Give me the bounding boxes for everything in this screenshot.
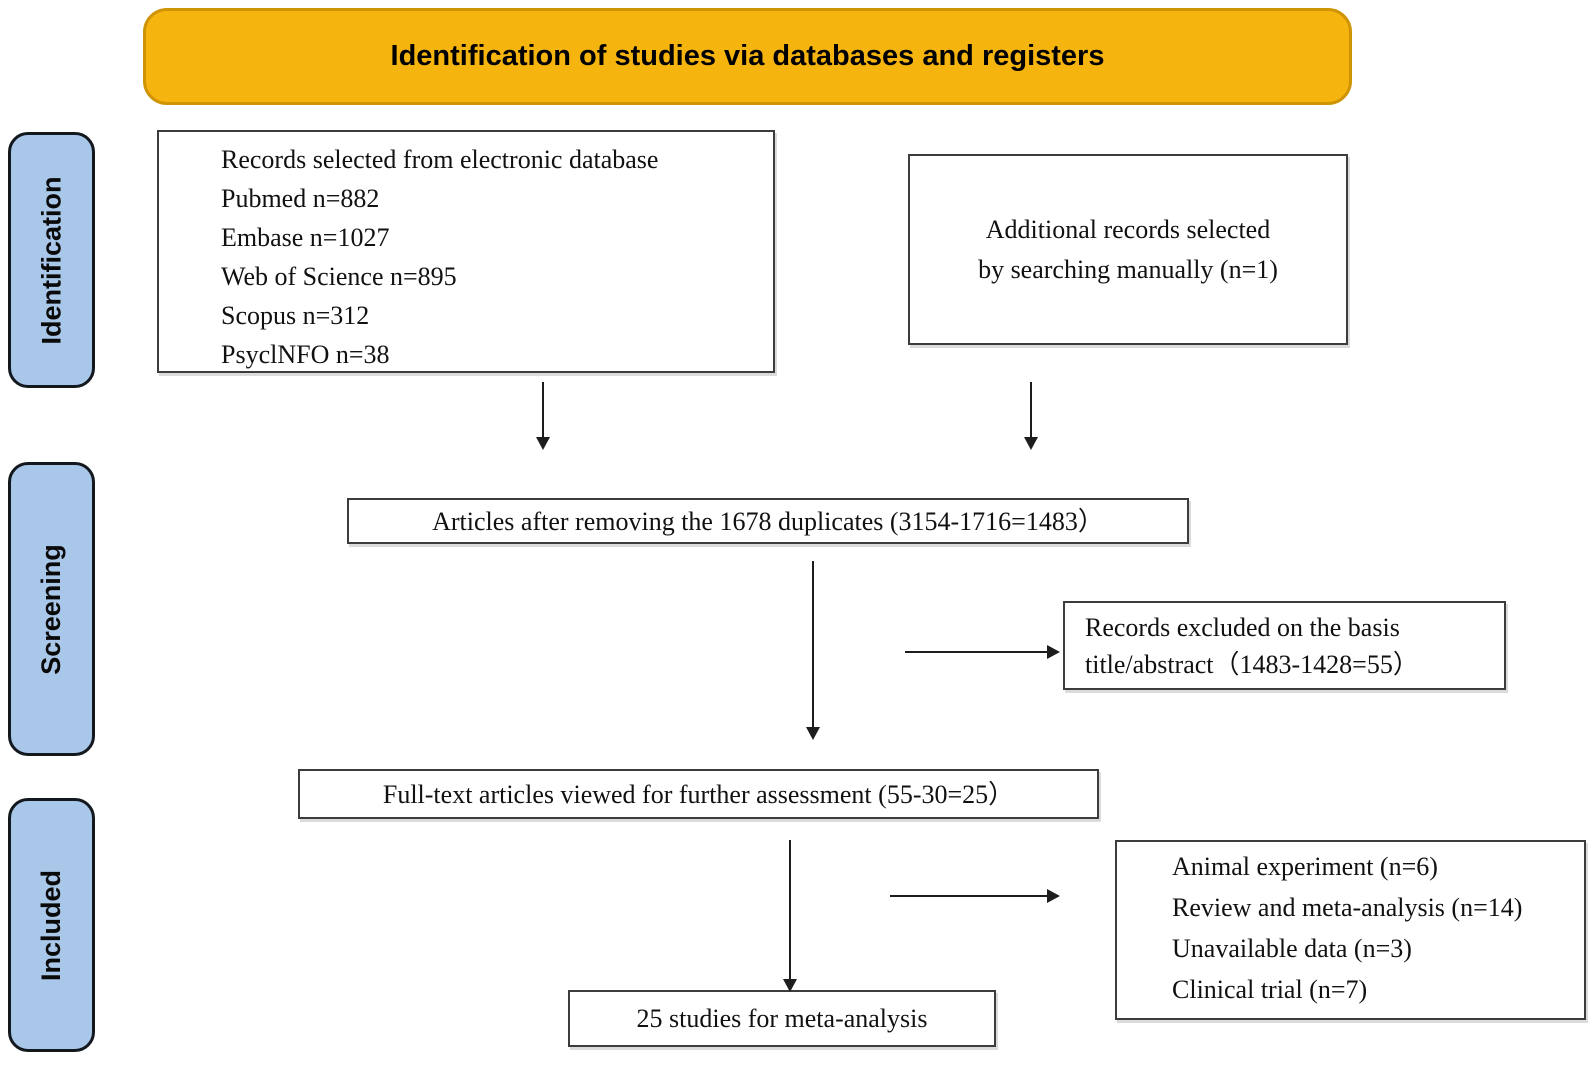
databases-line: Embase n=1027 <box>221 223 390 252</box>
databases-line: Records selected from electronic databas… <box>221 145 659 174</box>
exclusion-reasons-box: Animal experiment (n=6) Review and meta-… <box>1115 840 1586 1020</box>
manual-records-box: Additional records selected by searching… <box>908 154 1348 345</box>
manual-line: Additional records selected <box>985 214 1271 244</box>
final-included-box: 25 studies for meta-analysis <box>568 990 996 1047</box>
databases-line: Pubmed n=882 <box>221 184 380 213</box>
arrow-databases-to-duplicates <box>536 382 550 450</box>
fulltext-text: Full-text articles viewed for further as… <box>382 779 1015 809</box>
reason-line: Review and meta-analysis (n=14) <box>1172 893 1523 922</box>
manual-line: by searching manually (n=1) <box>978 254 1278 284</box>
diagram-title: Identification of studies via databases … <box>390 40 1105 72</box>
databases-line: Web of Science n=895 <box>221 262 457 291</box>
reason-line: Unavailable data (n=3) <box>1172 934 1412 963</box>
arrow-fulltext-to-final <box>783 840 797 992</box>
stage-label-screening: Screening <box>8 462 95 756</box>
stage-label-included: Included <box>8 798 95 1052</box>
arrow-manual-to-duplicates <box>1024 382 1038 450</box>
stage-label-text: Included <box>36 869 67 981</box>
stage-label-text: Identification <box>36 176 66 344</box>
title-banner: Identification of studies via databases … <box>143 8 1352 105</box>
databases-line: PsyclNFO n=38 <box>221 340 390 369</box>
records-excluded-box: Records excluded on the basis title/abst… <box>1063 601 1506 690</box>
duplicates-text: Articles after removing the 1678 duplica… <box>432 506 1104 536</box>
databases-records-box: Records selected from electronic databas… <box>157 130 775 373</box>
duplicates-removed-box: Articles after removing the 1678 duplica… <box>347 498 1189 544</box>
arrow-duplicates-to-fulltext <box>806 561 820 740</box>
final-text: 25 studies for meta-analysis <box>636 1004 928 1033</box>
excluded-line: Records excluded on the basis <box>1085 612 1400 642</box>
arrow-to-exclusion-reasons <box>890 889 1060 903</box>
excluded-line: title/abstract（1483-1428=55） <box>1085 649 1419 679</box>
databases-line: Scopus n=312 <box>221 301 370 330</box>
stage-label-text: Screening <box>36 543 67 675</box>
fulltext-assessment-box: Full-text articles viewed for further as… <box>298 769 1099 819</box>
arrow-to-records-excluded <box>905 645 1060 659</box>
stage-label-identification: Identification <box>8 132 95 388</box>
reason-line: Animal experiment (n=6) <box>1172 852 1438 881</box>
reason-line: Clinical trial (n=7) <box>1172 975 1368 1004</box>
